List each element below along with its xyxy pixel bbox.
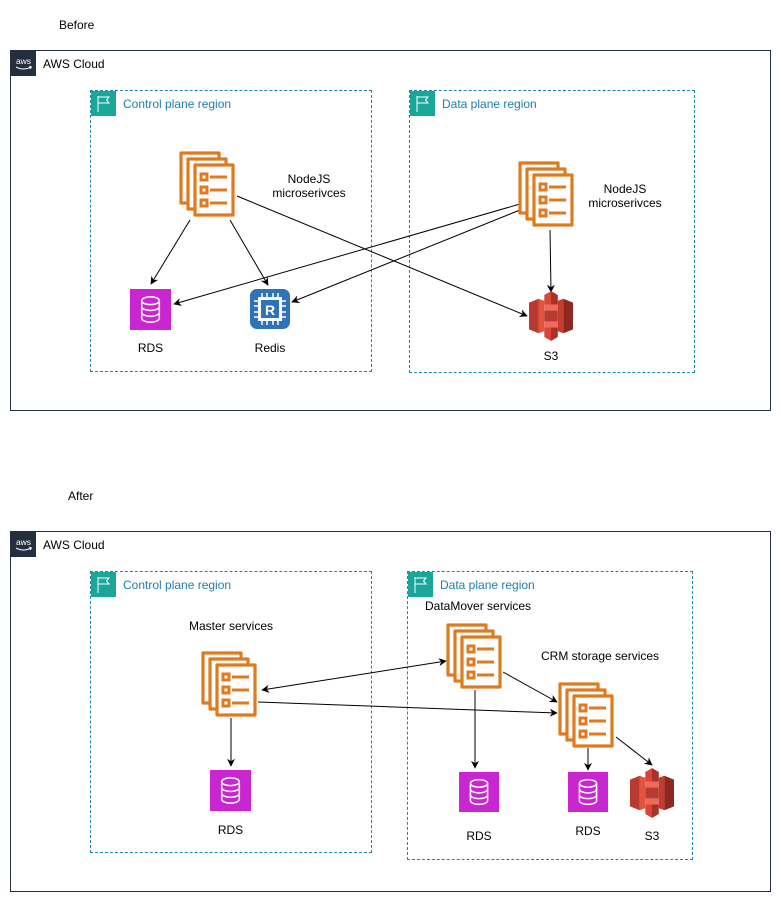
before-control-plane-region: Control plane region <box>90 90 372 372</box>
redis-chip-icon[interactable] <box>250 289 290 329</box>
s3-bucket-icon[interactable] <box>630 768 674 818</box>
region-flag-icon <box>408 572 433 597</box>
datamover-services-icon[interactable] <box>446 620 504 692</box>
region-flag-icon <box>91 572 116 597</box>
s3-bucket-icon[interactable] <box>529 291 573 341</box>
crm-storage-services-label: CRM storage services <box>541 649 660 663</box>
rds-label: RDS <box>466 829 492 843</box>
before-title: Before <box>59 18 95 32</box>
dp-nodejs-services-icon[interactable] <box>518 158 576 230</box>
aws-logo-icon <box>11 51 36 76</box>
datamover-services-label: DataMover services <box>425 599 532 613</box>
region-label: Control plane region <box>123 97 232 111</box>
region-label: Data plane region <box>440 578 535 592</box>
redis-label: Redis <box>254 341 286 355</box>
after-data-plane-region: Data plane region <box>407 571 693 860</box>
rds-label: RDS <box>137 341 164 355</box>
region-flag-icon <box>410 91 435 116</box>
rds-database-icon[interactable] <box>568 772 608 812</box>
region-label: Control plane region <box>123 578 232 592</box>
crm-storage-services-icon[interactable] <box>558 679 616 751</box>
rds-database-icon[interactable] <box>459 772 499 812</box>
aws-logo-icon <box>11 532 36 557</box>
rds-database-icon[interactable] <box>210 770 251 811</box>
s3-label: S3 <box>644 829 660 843</box>
cp-nodejs-services-label: NodeJS microserivces <box>272 172 346 200</box>
rds-label: RDS <box>575 824 601 838</box>
dp-nodejs-services-label: NodeJS microserivces <box>588 182 662 210</box>
rds-database-icon[interactable] <box>130 289 171 330</box>
aws-cloud-label: AWS Cloud <box>43 57 105 71</box>
region-label: Data plane region <box>442 97 537 111</box>
after-title: After <box>68 489 94 503</box>
rds-label: RDS <box>217 823 244 837</box>
s3-label: S3 <box>543 349 559 363</box>
aws-cloud-label: AWS Cloud <box>43 538 105 552</box>
master-services-icon[interactable] <box>201 648 259 720</box>
region-flag-icon <box>91 91 116 116</box>
cp-nodejs-services-icon[interactable] <box>179 148 237 220</box>
master-services-label: Master services <box>188 619 274 633</box>
